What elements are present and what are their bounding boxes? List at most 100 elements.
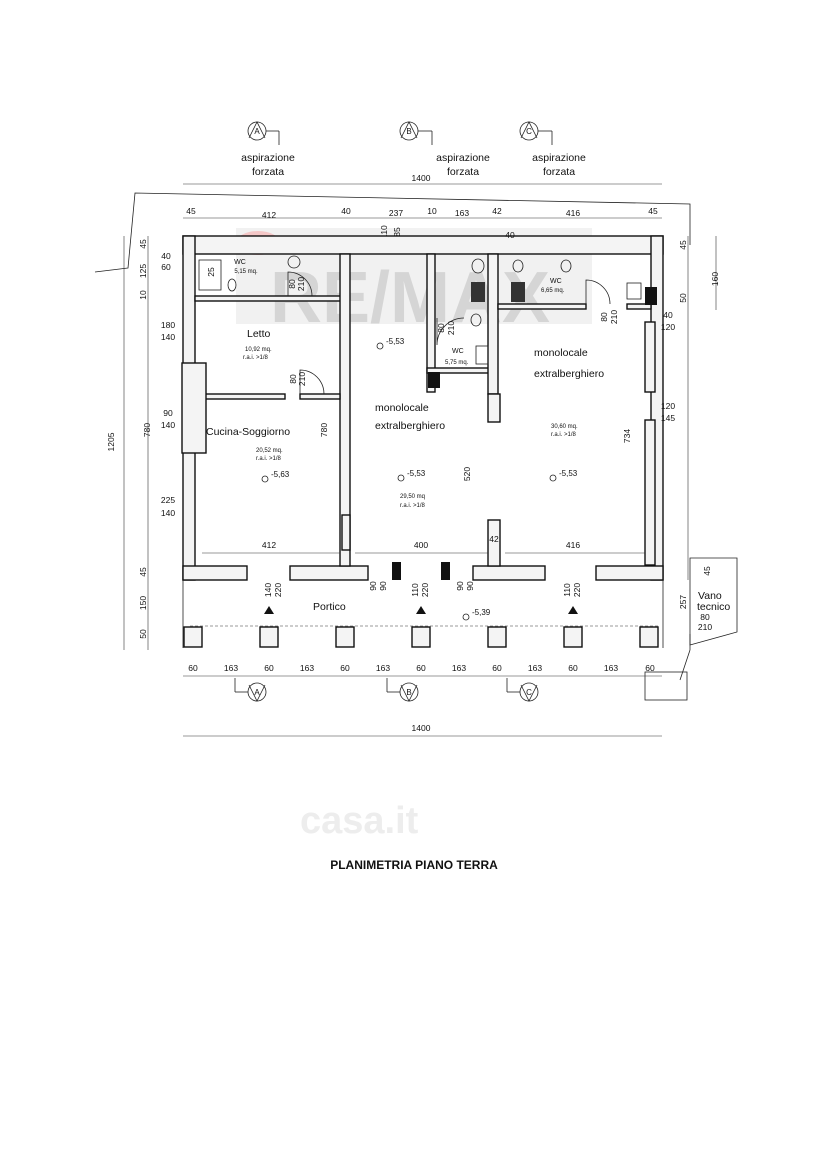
section-marker-b-top-icon: B xyxy=(399,121,433,145)
front-door-dimensions: 140 220 90 90 110 220 90 90 110 220 xyxy=(263,581,582,597)
svg-text:210: 210 xyxy=(446,321,456,335)
left-dimensions: 1205 45 125 10 180 140 90 140 225 140 45… xyxy=(106,236,175,650)
door-letto-icon xyxy=(299,369,325,395)
svg-text:120: 120 xyxy=(661,322,675,332)
svg-text:80: 80 xyxy=(288,374,298,384)
svg-text:110: 110 xyxy=(562,583,572,597)
svg-text:60: 60 xyxy=(264,663,274,673)
wc3-label: WC xyxy=(550,278,562,285)
aspiration-label-1a: aspirazione xyxy=(241,152,295,164)
svg-text:180: 180 xyxy=(161,320,175,330)
wc2-area: 5,75 mq. xyxy=(445,360,469,366)
svg-text:520: 520 xyxy=(462,467,472,481)
svg-text:-5,53: -5,53 xyxy=(407,469,426,478)
structural-blocks xyxy=(392,282,657,580)
svg-text:163: 163 xyxy=(604,663,618,673)
svg-text:C: C xyxy=(526,127,532,136)
svg-text:163: 163 xyxy=(376,663,390,673)
section-marker-a-bottom-icon: A xyxy=(234,678,267,702)
bottom-dimensions: 60 163 60 163 60 163 60 163 60 163 60 16… xyxy=(183,663,662,737)
svg-text:60: 60 xyxy=(416,663,426,673)
svg-text:60: 60 xyxy=(340,663,350,673)
svg-text:160: 160 xyxy=(710,272,720,286)
level-marker-icon xyxy=(462,613,470,621)
shower-icon xyxy=(198,259,222,291)
svg-text:-5,63: -5,63 xyxy=(271,470,290,479)
svg-text:163: 163 xyxy=(452,663,466,673)
letto-rai: r.a.i. >1/8 xyxy=(243,355,269,361)
svg-text:210: 210 xyxy=(609,310,619,324)
mono2-area: 30,60 mq. xyxy=(551,424,578,430)
svg-text:220: 220 xyxy=(420,583,430,597)
cucina-area: 20,52 mq. xyxy=(256,448,283,454)
toilet-icon xyxy=(227,278,237,292)
svg-text:80: 80 xyxy=(700,612,710,622)
vano-label-2: tecnico xyxy=(697,601,730,613)
svg-text:163: 163 xyxy=(224,663,238,673)
svg-text:125: 125 xyxy=(138,264,148,278)
section-markers-bottom: A B C xyxy=(234,678,539,702)
section-marker-c-top-icon: C xyxy=(519,121,553,145)
svg-text:-5,53: -5,53 xyxy=(386,337,405,346)
aspiration-labels: aspirazione forzata aspirazione forzata … xyxy=(241,152,586,178)
svg-text:163: 163 xyxy=(455,208,469,218)
svg-text:120: 120 xyxy=(661,401,675,411)
svg-text:45: 45 xyxy=(138,239,148,249)
svg-text:210: 210 xyxy=(297,372,307,386)
section-marker-c-bottom-icon: C xyxy=(506,678,539,702)
door-wc1-icon xyxy=(287,271,313,297)
letto-label: Letto xyxy=(247,328,271,340)
svg-text:-5,39: -5,39 xyxy=(472,608,491,617)
interior-dimensions: 40 60 25 80 210 80 210 780 780 520 42 80… xyxy=(142,230,632,550)
svg-text:45: 45 xyxy=(648,206,658,216)
svg-text:A: A xyxy=(254,688,260,697)
svg-text:163: 163 xyxy=(300,663,314,673)
svg-text:780: 780 xyxy=(142,423,152,437)
svg-text:C: C xyxy=(526,688,532,697)
svg-text:412: 412 xyxy=(262,210,276,220)
svg-text:90: 90 xyxy=(368,581,378,591)
toilet-icon-3 xyxy=(512,259,524,273)
svg-text:780: 780 xyxy=(319,423,329,437)
terrain-line xyxy=(94,192,691,273)
svg-text:45: 45 xyxy=(186,206,196,216)
svg-text:110: 110 xyxy=(379,225,389,239)
svg-text:40: 40 xyxy=(161,251,171,261)
wc2-label: WC xyxy=(452,348,464,355)
svg-text:50: 50 xyxy=(138,629,148,639)
svg-text:45: 45 xyxy=(702,566,712,576)
door-wc3-icon xyxy=(585,279,611,305)
svg-text:42: 42 xyxy=(489,534,499,544)
vano-tecnico: 45 80 210 xyxy=(644,557,738,701)
mono2-label-2: extralberghiero xyxy=(534,368,604,380)
dim-total-bottom: 1400 xyxy=(412,723,431,733)
mono1-rai: r.a.i. >1/8 xyxy=(400,503,426,509)
svg-text:40: 40 xyxy=(341,206,351,216)
dim-total-top: 1400 xyxy=(412,173,431,183)
wc3-area: 6,65 mq. xyxy=(541,288,565,294)
aspiration-label-3a: aspirazione xyxy=(532,152,586,164)
svg-text:42: 42 xyxy=(492,206,502,216)
portico-label: Portico xyxy=(313,601,346,613)
svg-text:40: 40 xyxy=(663,310,673,320)
vano-label-1: Vano xyxy=(698,590,722,602)
svg-text:B: B xyxy=(406,688,411,697)
aspiration-label-1b: forzata xyxy=(252,166,284,178)
sink-icon xyxy=(287,255,301,269)
svg-text:60: 60 xyxy=(161,262,171,272)
level-markers: -5,53 -5,63 -5,53 -5,53 -5,39 xyxy=(261,337,578,621)
svg-text:140: 140 xyxy=(161,508,175,518)
svg-text:145: 145 xyxy=(661,413,675,423)
plan-caption: PLANIMETRIA PIANO TERRA xyxy=(330,858,498,872)
svg-text:210: 210 xyxy=(698,622,712,632)
dim-height-total: 1205 xyxy=(106,432,116,451)
cucina-rai: r.a.i. >1/8 xyxy=(256,456,282,462)
svg-text:45: 45 xyxy=(138,567,148,577)
svg-text:B: B xyxy=(406,127,411,136)
svg-text:220: 220 xyxy=(572,583,582,597)
aspiration-label-2a: aspirazione xyxy=(436,152,490,164)
aspiration-label-3b: forzata xyxy=(543,166,575,178)
top-dimensions: 1400 45 412 40 237 10 163 42 416 45 110 … xyxy=(183,173,662,239)
section-marker-a-top-icon: A xyxy=(247,121,280,145)
svg-text:220: 220 xyxy=(273,583,283,597)
